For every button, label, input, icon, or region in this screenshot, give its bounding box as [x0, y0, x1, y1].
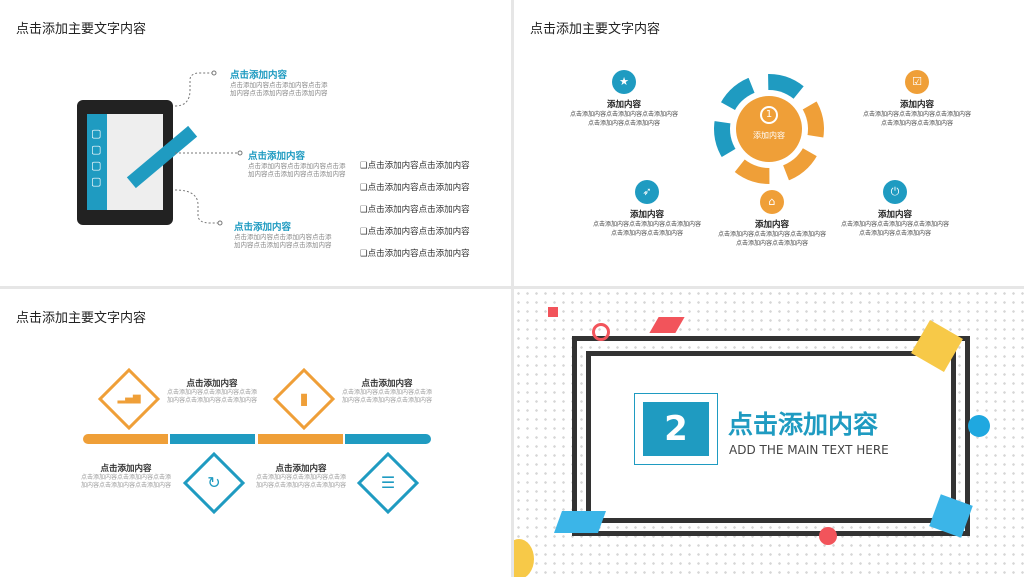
callout-heading: 点击添加内容 [234, 222, 292, 233]
callout-body: 点击添加内容点击添加内容点击添加内容点击添加内容点击添加内容 [230, 81, 328, 97]
step-heading: 点击添加内容 [100, 464, 152, 474]
checklist-item: ❑点击添加内容点击添加内容 [360, 205, 470, 215]
rocket-icon: ➶ [635, 180, 659, 204]
decor-circle [819, 527, 837, 545]
decor-ring [592, 323, 610, 341]
book-icon: ▮ [299, 389, 309, 408]
step-body: 点击添加内容点击添加内容点击添加内容点击添加内容点击添加内容 [166, 389, 257, 404]
slide-2[interactable]: 点击添加主要文字内容 1 添加内容 ★ 添加内容 点击添加内容点击添加内容点击添… [514, 0, 1024, 286]
callout-body: 点击添加内容点击添加内容点击添加内容点击添加内容点击添加内容 [248, 162, 346, 178]
decor-circle [968, 415, 990, 437]
callout-3: 点击添加内容 点击添加内容点击添加内容点击添加内容点击添加内容点击添加内容 [234, 219, 334, 249]
callout-1: 点击添加内容 点击添加内容点击添加内容点击添加内容点击添加内容点击添加内容 [230, 67, 330, 97]
step-heading: 点击添加内容 [361, 379, 413, 389]
refresh-icon: ↻ [207, 473, 221, 492]
slide-4[interactable]: 2 点击添加内容 ADD THE MAIN TEXT HERE [514, 289, 1024, 577]
step-4-diamond: ☰ [356, 451, 420, 515]
item-heading: 添加内容 [754, 220, 789, 230]
medal-icon: 1 [760, 106, 778, 124]
item-5: ⏻ 添加内容 点击添加内容点击添加内容点击添加内容点击添加内容点击添加内容 [840, 180, 950, 238]
item-4: ⌂ 添加内容 点击添加内容点击添加内容点击添加内容点击添加内容点击添加内容 [717, 190, 827, 248]
signal-bars-icon: ▂▄▆ [117, 393, 141, 404]
slide-title: 点击添加主要文字内容 [530, 22, 661, 37]
item-1: ★ 添加内容 点击添加内容点击添加内容点击添加内容点击添加内容点击添加内容 [569, 70, 679, 128]
step-heading: 点击添加内容 [186, 379, 238, 389]
step-body: 点击添加内容点击添加内容点击添加内容点击添加内容点击添加内容 [80, 474, 171, 489]
checklist-item: ❑点击添加内容点击添加内容 [360, 227, 470, 237]
number-box: 2 [634, 393, 718, 465]
checklist-item: ❑点击添加内容点击添加内容 [360, 249, 470, 259]
item-heading: 添加内容 [899, 100, 934, 110]
step-body: 点击添加内容点击添加内容点击添加内容点击添加内容点击添加内容 [341, 389, 432, 404]
item-body: 点击添加内容点击添加内容点击添加内容点击添加内容点击添加内容 [592, 221, 701, 237]
item-body: 点击添加内容点击添加内容点击添加内容点击添加内容点击添加内容 [862, 111, 971, 127]
center-label: 添加内容 [753, 131, 785, 140]
step-heading: 点击添加内容 [275, 464, 327, 474]
step-1-text: 点击添加内容 点击添加内容点击添加内容点击添加内容点击添加内容点击添加内容 [80, 462, 172, 490]
section-subtitle: ADD THE MAIN TEXT HERE [729, 443, 889, 457]
tablet-pencil-illustration: ▢▢▢▢ [77, 100, 198, 225]
item-heading: 添加内容 [877, 210, 912, 220]
decor-shape [649, 317, 685, 333]
connector-lines [174, 70, 243, 226]
callout-2: 点击添加内容 点击添加内容点击添加内容点击添加内容点击添加内容点击添加内容 [248, 148, 348, 178]
step-body: 点击添加内容点击添加内容点击添加内容点击添加内容点击添加内容 [255, 474, 346, 489]
item-body: 点击添加内容点击添加内容点击添加内容点击添加内容点击添加内容 [840, 221, 949, 237]
decor-circle [514, 539, 534, 577]
slide-1[interactable]: 点击添加主要文字内容 ▢▢▢▢ 点击添加内容 点击添加内容点击添加内容点击添加内… [0, 0, 511, 286]
item-body: 点击添加内容点击添加内容点击添加内容点击添加内容点击添加内容 [569, 111, 678, 127]
timeline-bar [83, 434, 431, 444]
decor-shape [548, 307, 558, 317]
section-number: 2 [643, 402, 709, 456]
step-4-text: 点击添加内容 点击添加内容点击添加内容点击添加内容点击添加内容点击添加内容 [341, 377, 433, 405]
checklist-item: ❑点击添加内容点击添加内容 [360, 183, 470, 193]
step-3-diamond: ▮ [272, 367, 336, 431]
item-body: 点击添加内容点击添加内容点击添加内容点击添加内容点击添加内容 [717, 231, 826, 247]
checklist-item: ❑点击添加内容点击添加内容 [360, 161, 470, 171]
gear-center: 1 添加内容 [736, 96, 802, 162]
slide-title: 点击添加主要文字内容 [16, 311, 147, 326]
item-2: ☑ 添加内容 点击添加内容点击添加内容点击添加内容点击添加内容点击添加内容 [862, 70, 972, 128]
step-2-diamond: ↻ [182, 451, 246, 515]
callout-heading: 点击添加内容 [230, 70, 288, 81]
step-1-diamond: ▂▄▆ [97, 367, 161, 431]
slide-3[interactable]: 点击添加主要文字内容 ▂▄▆ ↻ ▮ ☰ 点击添加内容 点击添加内容点击添加内容… [0, 289, 511, 577]
callout-body: 点击添加内容点击添加内容点击添加内容点击添加内容点击添加内容 [234, 233, 332, 249]
callout-heading: 点击添加内容 [248, 151, 306, 162]
item-3: ➶ 添加内容 点击添加内容点击添加内容点击添加内容点击添加内容点击添加内容 [592, 180, 702, 238]
slide-title: 点击添加主要文字内容 [16, 22, 147, 37]
database-icon: ☰ [380, 473, 396, 492]
item-heading: 添加内容 [606, 100, 641, 110]
power-icon: ⏻ [883, 180, 907, 204]
item-heading: 添加内容 [629, 210, 664, 220]
home-icon: ⌂ [760, 190, 784, 214]
decor-cube [553, 511, 607, 533]
step-3-text: 点击添加内容 点击添加内容点击添加内容点击添加内容点击添加内容点击添加内容 [255, 462, 347, 490]
section-heading: 点击添加内容 [728, 410, 879, 439]
step-2-text: 点击添加内容 点击添加内容点击添加内容点击添加内容点击添加内容点击添加内容 [166, 377, 258, 405]
frame-border [572, 336, 970, 536]
star-icon: ★ [612, 70, 636, 94]
checkbox-icon: ☑ [905, 70, 929, 94]
